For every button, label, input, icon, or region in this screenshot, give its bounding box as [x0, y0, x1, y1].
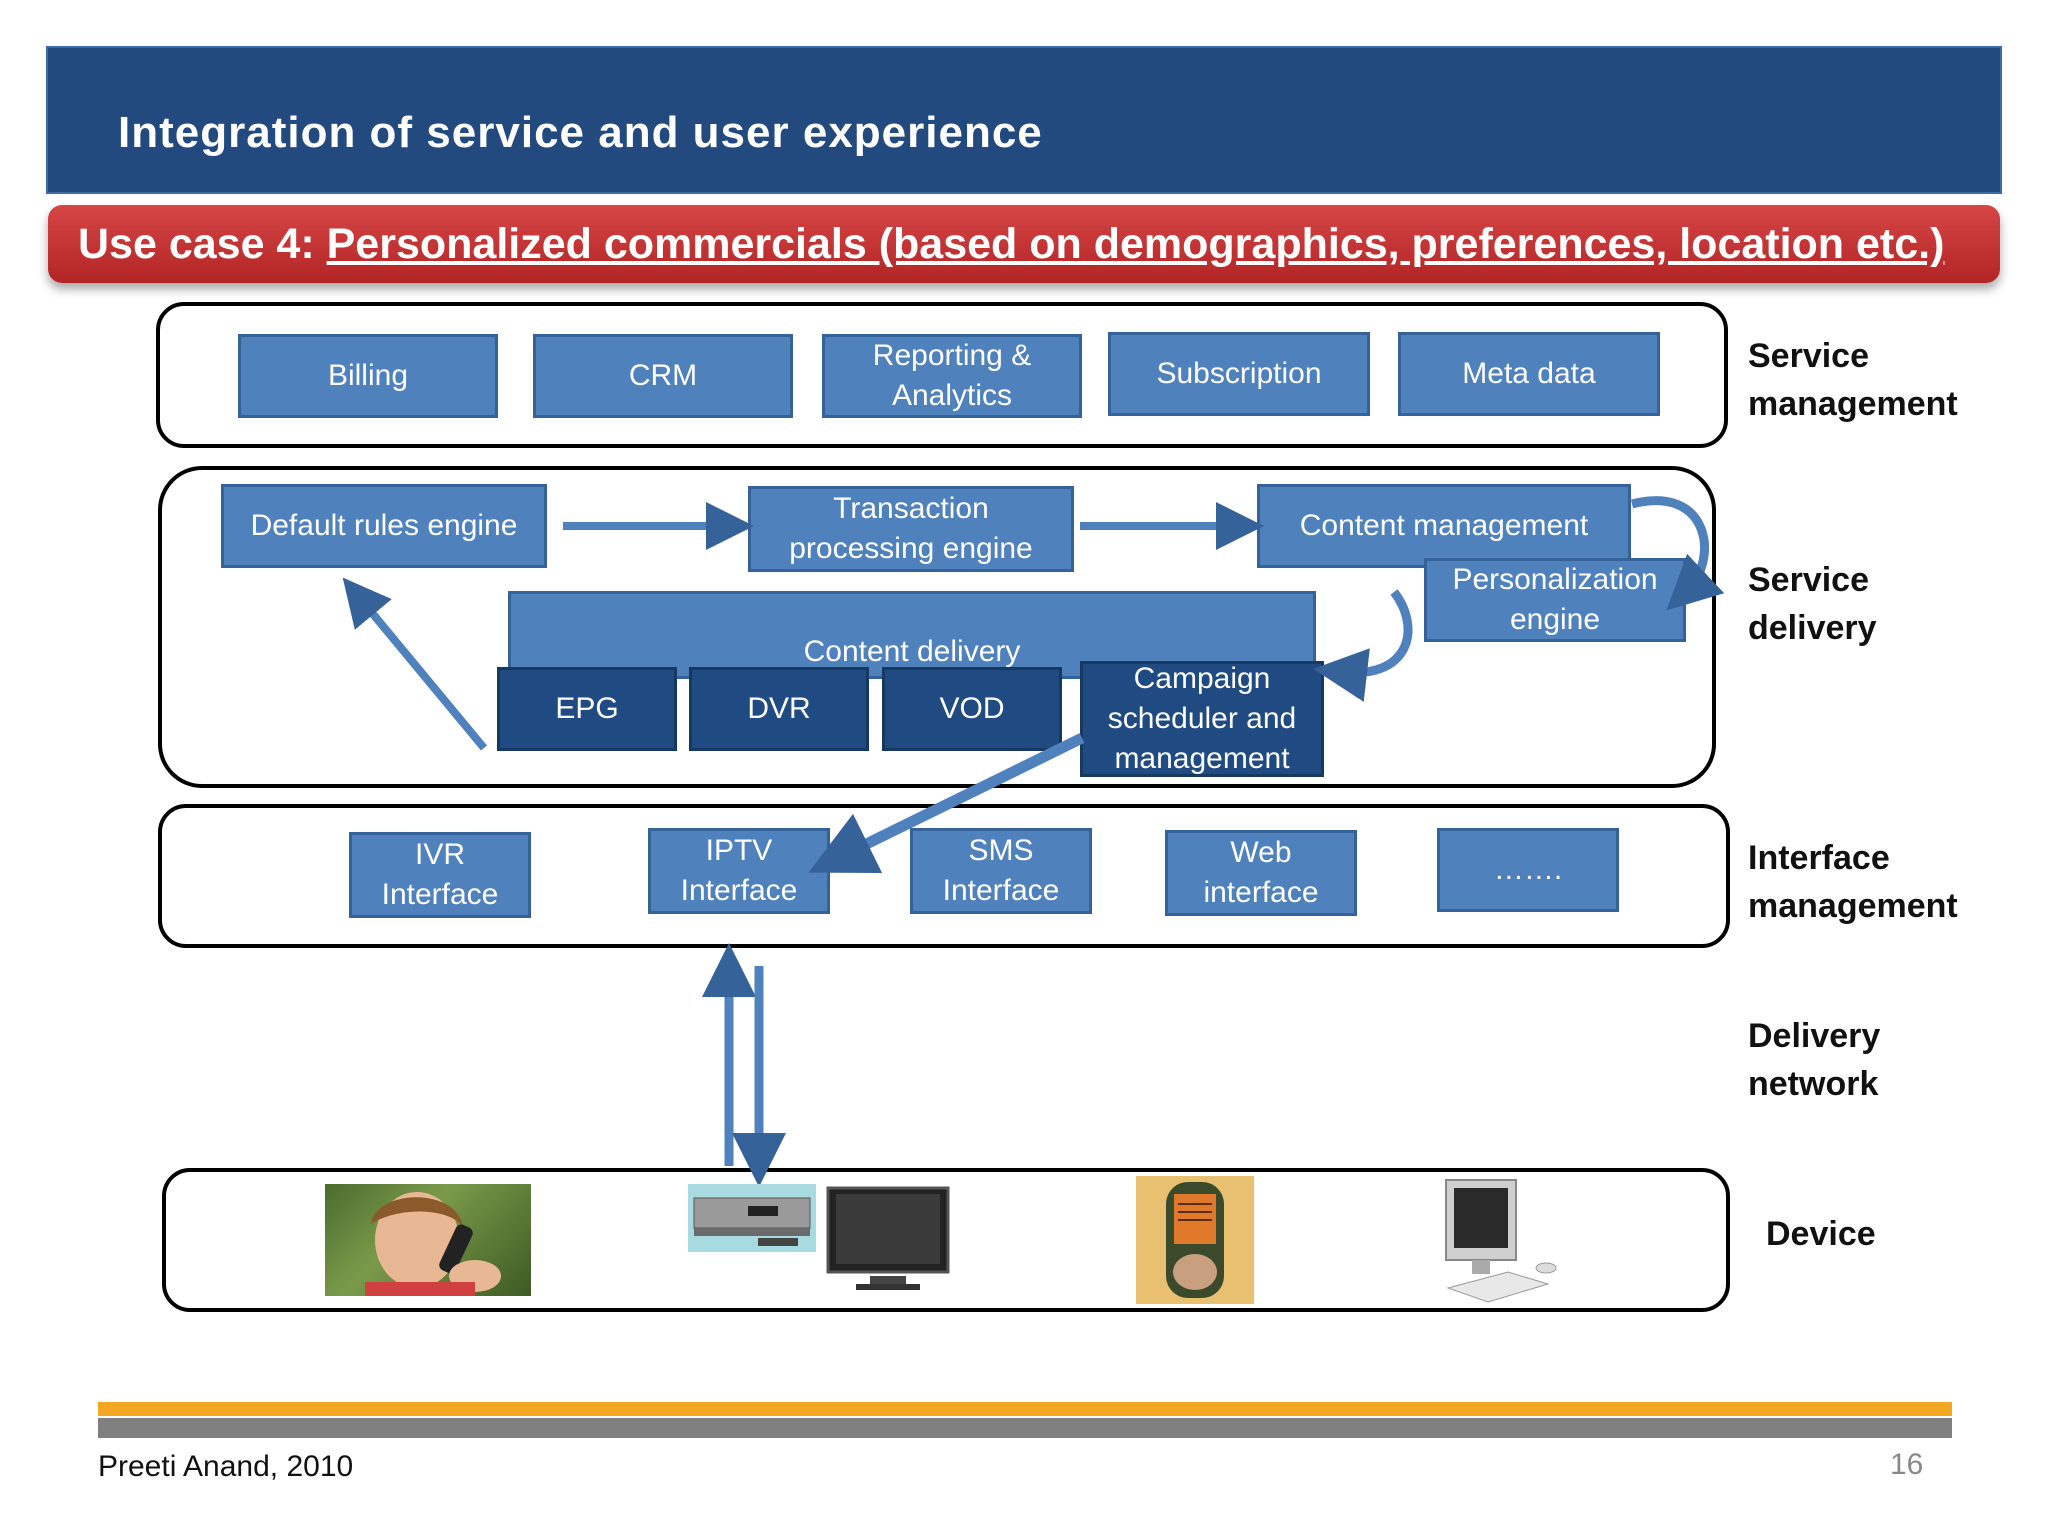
page-number: 16: [1890, 1448, 1924, 1481]
desktop-computer-icon: [1438, 1176, 1562, 1306]
usecase-heading: Use case 4: Personalized commercials (ba…: [78, 220, 1944, 269]
vod-box: VOD: [882, 667, 1062, 751]
meta-data-box: Meta data: [1398, 332, 1660, 416]
arrow-delivery-to-rules-engine: [342, 577, 488, 751]
title-bar: [46, 46, 2002, 194]
campaign-scheduler-box: Campaign scheduler and management: [1080, 661, 1324, 777]
person-on-phone-icon: [325, 1184, 531, 1296]
sms-interface-box: SMS Interface: [910, 828, 1092, 914]
label-device: Device: [1766, 1215, 1876, 1253]
arrow-content-management-to-personalization: [1630, 496, 1725, 611]
ivr-interface-box: IVR Interface: [349, 832, 531, 918]
web-interface-box: Web interface: [1165, 830, 1357, 916]
arrow-personalization-to-campaign: [1313, 589, 1413, 702]
label-interface-management: Interface management: [1748, 839, 1958, 925]
footer-author: Preeti Anand, 2010: [98, 1450, 354, 1483]
set-top-box-icon: [688, 1184, 816, 1252]
iptv-interface-box: IPTV Interface: [648, 828, 830, 914]
usecase-prefix: Use case 4:: [78, 220, 327, 268]
slide-title: Integration of service and user experien…: [118, 108, 1043, 157]
usecase-description: Personalized commercials (based on demog…: [326, 220, 1945, 268]
crm-box: CRM: [533, 334, 793, 418]
billing-box: Billing: [238, 334, 498, 418]
reporting-analytics-box: Reporting & Analytics: [822, 334, 1082, 418]
label-service-delivery: Service delivery: [1748, 561, 1877, 647]
default-rules-engine-box: Default rules engine: [221, 484, 547, 568]
label-delivery-network: Delivery network: [1748, 1017, 1881, 1103]
arrow-campaign-to-iptv: [808, 733, 1085, 874]
tv-icon: [826, 1184, 950, 1296]
subscription-box: Subscription: [1108, 332, 1370, 416]
transaction-processing-engine-box: Transaction processing engine: [748, 486, 1074, 572]
footer-gray-bar: [98, 1418, 1952, 1438]
footer-accent-bar: [98, 1402, 1952, 1416]
more-interfaces-box: …….: [1437, 828, 1619, 912]
personalization-engine-box: Personalization engine: [1424, 558, 1686, 642]
content-management-box: Content management: [1257, 484, 1631, 568]
epg-box: EPG: [497, 667, 677, 751]
mobile-phone-sms-icon: [1136, 1176, 1254, 1304]
usecase-banner: [48, 205, 2000, 283]
label-service-management: Service management: [1748, 337, 1958, 423]
dvr-box: DVR: [689, 667, 869, 751]
